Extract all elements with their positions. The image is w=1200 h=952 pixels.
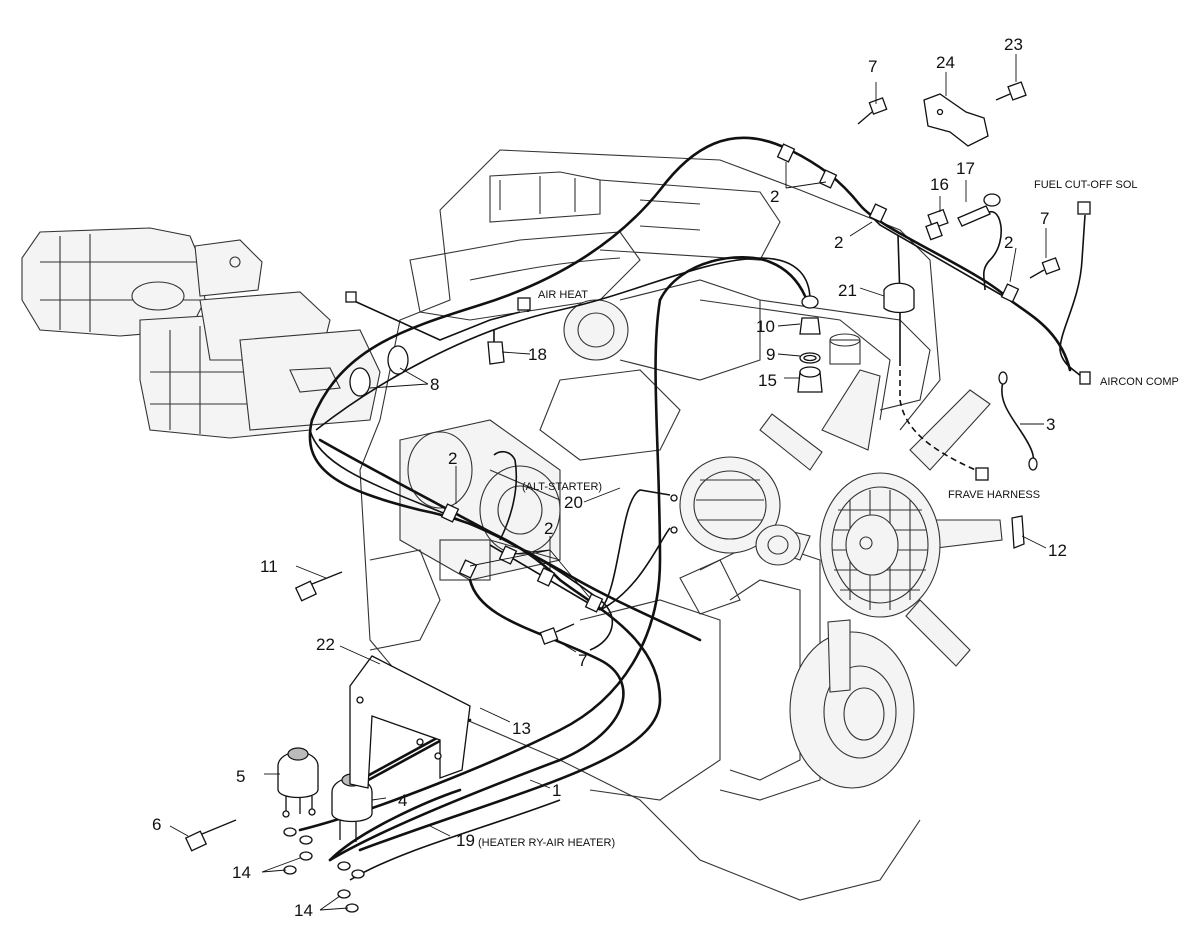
alternator xyxy=(679,456,801,615)
engine-outline xyxy=(21,149,1003,901)
label-aircon-comp: AIRCON COMP xyxy=(1100,376,1179,388)
callout-14-upper: 14 xyxy=(232,863,251,882)
oring-9 xyxy=(799,352,821,364)
callout-4: 4 xyxy=(398,791,407,810)
callout-20: 20 xyxy=(564,493,583,512)
bolt-11 xyxy=(294,571,343,602)
bolt-7-right xyxy=(1029,257,1061,279)
callout-2-top: 2 xyxy=(770,187,779,206)
callout-numbers: 7 24 23 2 2 16 17 7 2 21 10 9 15 3 12 18… xyxy=(152,35,1067,920)
bolt-23 xyxy=(995,81,1027,101)
callout-18: 18 xyxy=(528,345,547,364)
callout-22: 22 xyxy=(316,635,335,654)
callout-1: 1 xyxy=(552,781,561,800)
label-air-heat: AIR HEAT xyxy=(538,289,588,301)
callout-19: 19 xyxy=(456,831,475,850)
bracket-22 xyxy=(349,655,471,789)
callout-17: 17 xyxy=(956,159,975,178)
callout-23: 23 xyxy=(1004,35,1023,54)
parts xyxy=(184,81,1091,913)
callout-8: 8 xyxy=(430,375,439,394)
callout-5: 5 xyxy=(236,767,245,786)
cooling-fan xyxy=(739,369,1003,693)
callout-3: 3 xyxy=(1046,415,1055,434)
callout-7-top: 7 xyxy=(868,57,877,76)
label-frame-harness: FRAVE HARNESS xyxy=(948,489,1040,501)
callout-12: 12 xyxy=(1048,541,1067,560)
callout-2-right: 2 xyxy=(1004,233,1013,252)
hydraulic-pump xyxy=(21,227,381,439)
bolt-7-top xyxy=(857,97,888,125)
sensor-10 xyxy=(799,295,821,335)
callout-14-lower: 14 xyxy=(294,901,313,920)
washers-14 xyxy=(283,827,365,913)
harness-cables xyxy=(298,136,1086,881)
clips-8 xyxy=(349,345,409,397)
callout-21: 21 xyxy=(838,281,857,300)
label-fuel-cutoff-sol: FUEL CUT-OFF SOL xyxy=(1034,179,1138,191)
label-heater-relay-air-heater: (HEATER RY-AIR HEATER) xyxy=(478,837,615,849)
connectors xyxy=(345,201,1091,534)
callout-9: 9 xyxy=(766,345,775,364)
callout-15: 15 xyxy=(758,371,777,390)
callout-16: 16 xyxy=(930,175,949,194)
clamp-21 xyxy=(883,282,915,314)
engine-block xyxy=(359,149,1003,901)
callout-2-harness: 2 xyxy=(834,233,843,252)
callout-2-left: 2 xyxy=(448,449,457,468)
callout-24: 24 xyxy=(936,53,955,72)
text-labels: AIR HEAT (ALT-STARTER) FUEL CUT-OFF SOL … xyxy=(478,179,1179,849)
leader-lines xyxy=(169,54,1047,911)
callout-11: 11 xyxy=(260,557,278,576)
callout-10: 10 xyxy=(756,317,775,336)
bolt-7-middle xyxy=(539,623,575,645)
callout-7-middle: 7 xyxy=(578,651,587,670)
callout-6: 6 xyxy=(152,815,161,834)
adapter-15 xyxy=(797,366,823,393)
callout-2-lower: 2 xyxy=(544,519,553,538)
heater-relay-5 xyxy=(277,747,319,818)
callout-13: 13 xyxy=(512,719,531,738)
label-alt-starter: (ALT-STARTER) xyxy=(522,481,602,493)
bracket-12 xyxy=(1011,515,1025,549)
sensor-17 xyxy=(957,193,1001,227)
callout-7-right: 7 xyxy=(1040,209,1049,228)
connector-18 xyxy=(487,341,505,365)
sensor-16 xyxy=(925,208,949,241)
clamps-2 xyxy=(440,143,1020,613)
bracket-24 xyxy=(923,93,989,147)
bolt-6 xyxy=(184,819,237,852)
